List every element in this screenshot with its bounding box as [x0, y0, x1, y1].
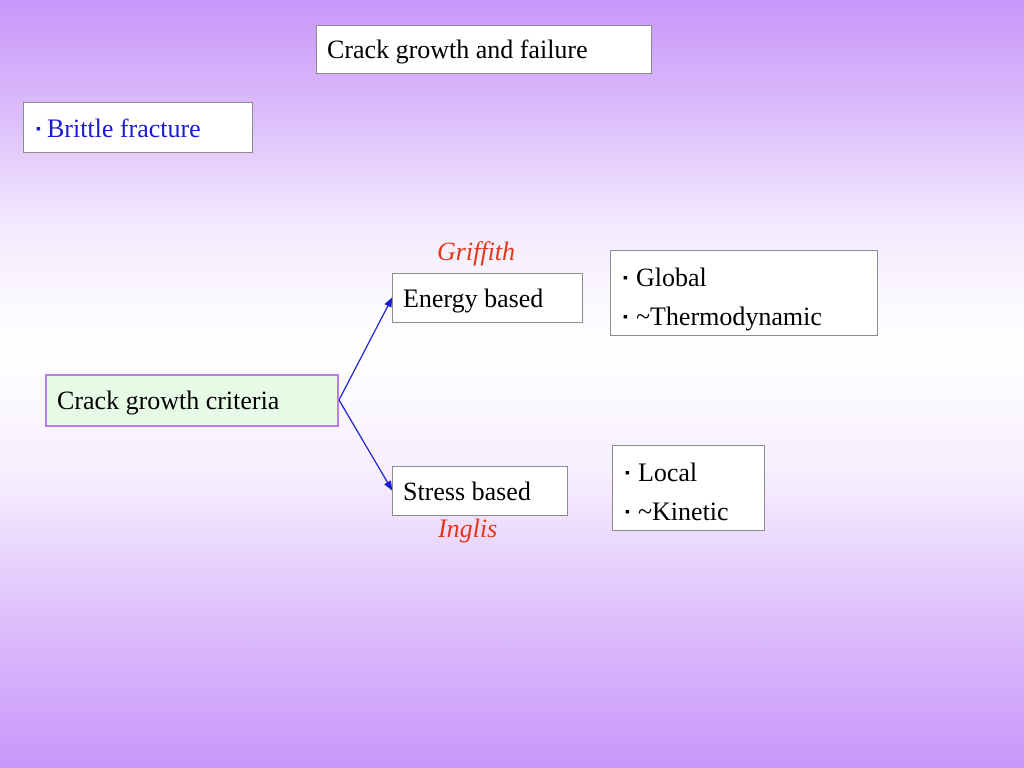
energy-properties-box: ▪ Global ▪ ~Thermodynamic: [610, 250, 878, 336]
slide-title-text: Crack growth and failure: [327, 35, 588, 64]
energy-property-item: ▪ Global: [623, 259, 877, 298]
griffith-annotation: Griffith: [437, 237, 516, 266]
square-bullet-icon: ▪: [623, 310, 628, 325]
stress-property-item: ▪ Local: [625, 454, 764, 493]
slide-title: Crack growth and failure: [316, 25, 652, 74]
square-bullet-icon: ▪: [625, 466, 630, 481]
stress-based-box: Stress based: [392, 466, 568, 516]
root-node-box: Crack growth criteria: [45, 374, 339, 427]
energy-property-text: Global: [635, 263, 707, 292]
arrow-to-energy-based: [338, 297, 393, 401]
root-node-label: Crack growth criteria: [57, 386, 280, 415]
stress-property-text: ~Kinetic: [637, 497, 729, 526]
topic-bullet-box: ▪ Brittle fracture: [23, 102, 253, 153]
energy-based-box: Energy based: [392, 273, 583, 323]
stress-property-item: ▪ ~Kinetic: [625, 493, 764, 532]
square-bullet-icon: ▪: [625, 505, 630, 520]
stress-based-label: Stress based: [403, 477, 531, 506]
square-bullet-icon: ▪: [36, 122, 41, 137]
square-bullet-icon: ▪: [623, 271, 628, 286]
arrow-to-stress-based: [338, 399, 393, 491]
stress-properties-box: ▪ Local ▪ ~Kinetic: [612, 445, 765, 531]
inglis-annotation: Inglis: [438, 514, 498, 543]
energy-property-text: ~Thermodynamic: [635, 302, 822, 331]
energy-based-label: Energy based: [403, 284, 544, 313]
topic-label: Brittle fracture: [46, 114, 201, 143]
stress-property-text: Local: [637, 458, 698, 487]
energy-property-item: ▪ ~Thermodynamic: [623, 298, 877, 337]
